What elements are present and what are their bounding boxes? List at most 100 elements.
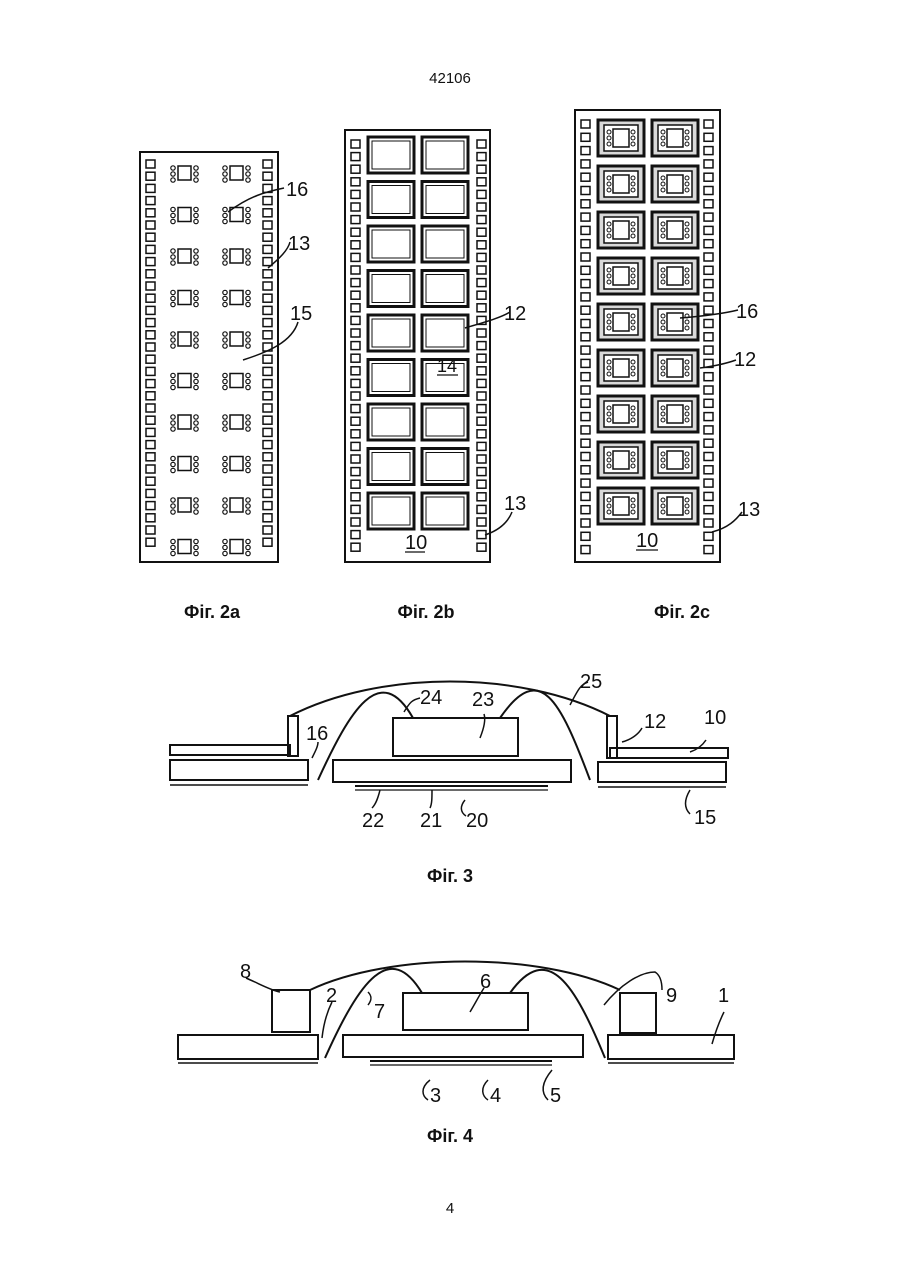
contact-dot <box>246 302 250 306</box>
sprocket-hole <box>477 430 486 438</box>
contact-dot <box>171 504 175 508</box>
ref-label-2: 2 <box>326 985 337 1007</box>
ref-label-3: 3 <box>430 1085 441 1107</box>
sprocket-hole <box>146 404 155 412</box>
sprocket-hole <box>704 160 713 168</box>
contact-dot <box>223 415 227 419</box>
sprocket-hole <box>477 493 486 501</box>
contact-dot <box>194 545 198 549</box>
sprocket-hole <box>704 373 713 381</box>
ref-label-23: 23 <box>472 689 494 711</box>
sprocket-hole <box>477 153 486 161</box>
sprocket-hole <box>146 477 155 485</box>
sprocket-hole <box>477 505 486 513</box>
sprocket-hole <box>477 140 486 148</box>
sprocket-hole <box>704 453 713 461</box>
ref-label-14: 14 <box>437 356 457 376</box>
contact-dot <box>246 510 250 514</box>
contact-dot <box>171 172 175 176</box>
substrate-left <box>170 760 308 780</box>
contact-dot <box>194 468 198 472</box>
sprocket-hole <box>704 426 713 434</box>
sprocket-hole <box>351 140 360 148</box>
sprocket-hole <box>263 380 272 388</box>
stiffener-left <box>272 990 310 1032</box>
sprocket-hole <box>351 216 360 224</box>
contact-dot <box>194 379 198 383</box>
ref-label-7: 7 <box>374 1001 385 1023</box>
sprocket-hole <box>351 342 360 350</box>
sprocket-hole <box>477 304 486 312</box>
sprocket-hole <box>146 489 155 497</box>
contact-dot <box>171 498 175 502</box>
contact-dot <box>223 166 227 170</box>
sprocket-hole <box>263 270 272 278</box>
carrier-tape-right <box>610 748 728 758</box>
sprocket-hole <box>704 133 713 141</box>
sprocket-hole <box>351 329 360 337</box>
ref-label-10: 10 <box>704 707 726 729</box>
sprocket-hole <box>146 428 155 436</box>
ref-label-8: 8 <box>240 961 251 983</box>
sprocket-hole <box>146 294 155 302</box>
chip-pad <box>230 249 243 263</box>
contact-dot <box>246 427 250 431</box>
sprocket-hole <box>581 466 590 474</box>
sprocket-hole <box>477 178 486 186</box>
contact-dot <box>223 172 227 176</box>
sprocket-hole <box>704 346 713 354</box>
sprocket-hole <box>146 160 155 168</box>
sprocket-hole <box>351 178 360 186</box>
sprocket-hole <box>581 293 590 301</box>
sprocket-hole <box>581 532 590 540</box>
sprocket-hole <box>477 279 486 287</box>
sprocket-hole <box>351 455 360 463</box>
sprocket-hole <box>263 319 272 327</box>
sprocket-hole <box>581 439 590 447</box>
contact-dot <box>223 468 227 472</box>
contact-dot <box>223 510 227 514</box>
sprocket-hole <box>351 165 360 173</box>
sprocket-hole <box>704 240 713 248</box>
contact-dot <box>223 551 227 555</box>
sprocket-hole <box>704 173 713 181</box>
contact-dot <box>246 172 250 176</box>
sprocket-hole <box>477 480 486 488</box>
figure-2a-tape: 16 13 15 <box>140 152 312 562</box>
sprocket-hole <box>146 392 155 400</box>
contact-dot <box>194 249 198 253</box>
ref-label-10: 10 <box>405 532 427 554</box>
chip-pad <box>178 415 191 429</box>
sprocket-hole <box>351 392 360 400</box>
die-pad <box>333 760 571 782</box>
chip-pad <box>230 540 243 554</box>
contact-dot <box>194 385 198 389</box>
sprocket-hole <box>581 173 590 181</box>
sprocket-hole <box>146 355 155 363</box>
sprocket-hole <box>146 270 155 278</box>
frame-window <box>422 182 468 218</box>
sprocket-hole <box>581 519 590 527</box>
sprocket-hole <box>704 532 713 540</box>
contact-dot <box>171 385 175 389</box>
sprocket-hole <box>704 466 713 474</box>
contact-dot <box>246 344 250 348</box>
contact-dot <box>171 421 175 425</box>
ref-label-13: 13 <box>738 499 760 521</box>
sprocket-hole <box>581 226 590 234</box>
sprocket-hole <box>263 221 272 229</box>
figure-3-labels: 25 24 23 16 12 10 22 21 20 15 <box>306 671 726 832</box>
sprocket-hole <box>263 355 272 363</box>
contact-dot <box>246 415 250 419</box>
encapsulation-dome <box>310 962 620 991</box>
sprocket-hole <box>146 367 155 375</box>
sprocket-hole <box>477 518 486 526</box>
sprocket-hole <box>351 543 360 551</box>
contact-dot <box>246 296 250 300</box>
contact-dot <box>171 207 175 211</box>
sprocket-hole <box>263 404 272 412</box>
sprocket-hole <box>263 392 272 400</box>
sprocket-hole <box>704 492 713 500</box>
frame-window-inner <box>426 497 464 525</box>
contact-dot <box>246 290 250 294</box>
